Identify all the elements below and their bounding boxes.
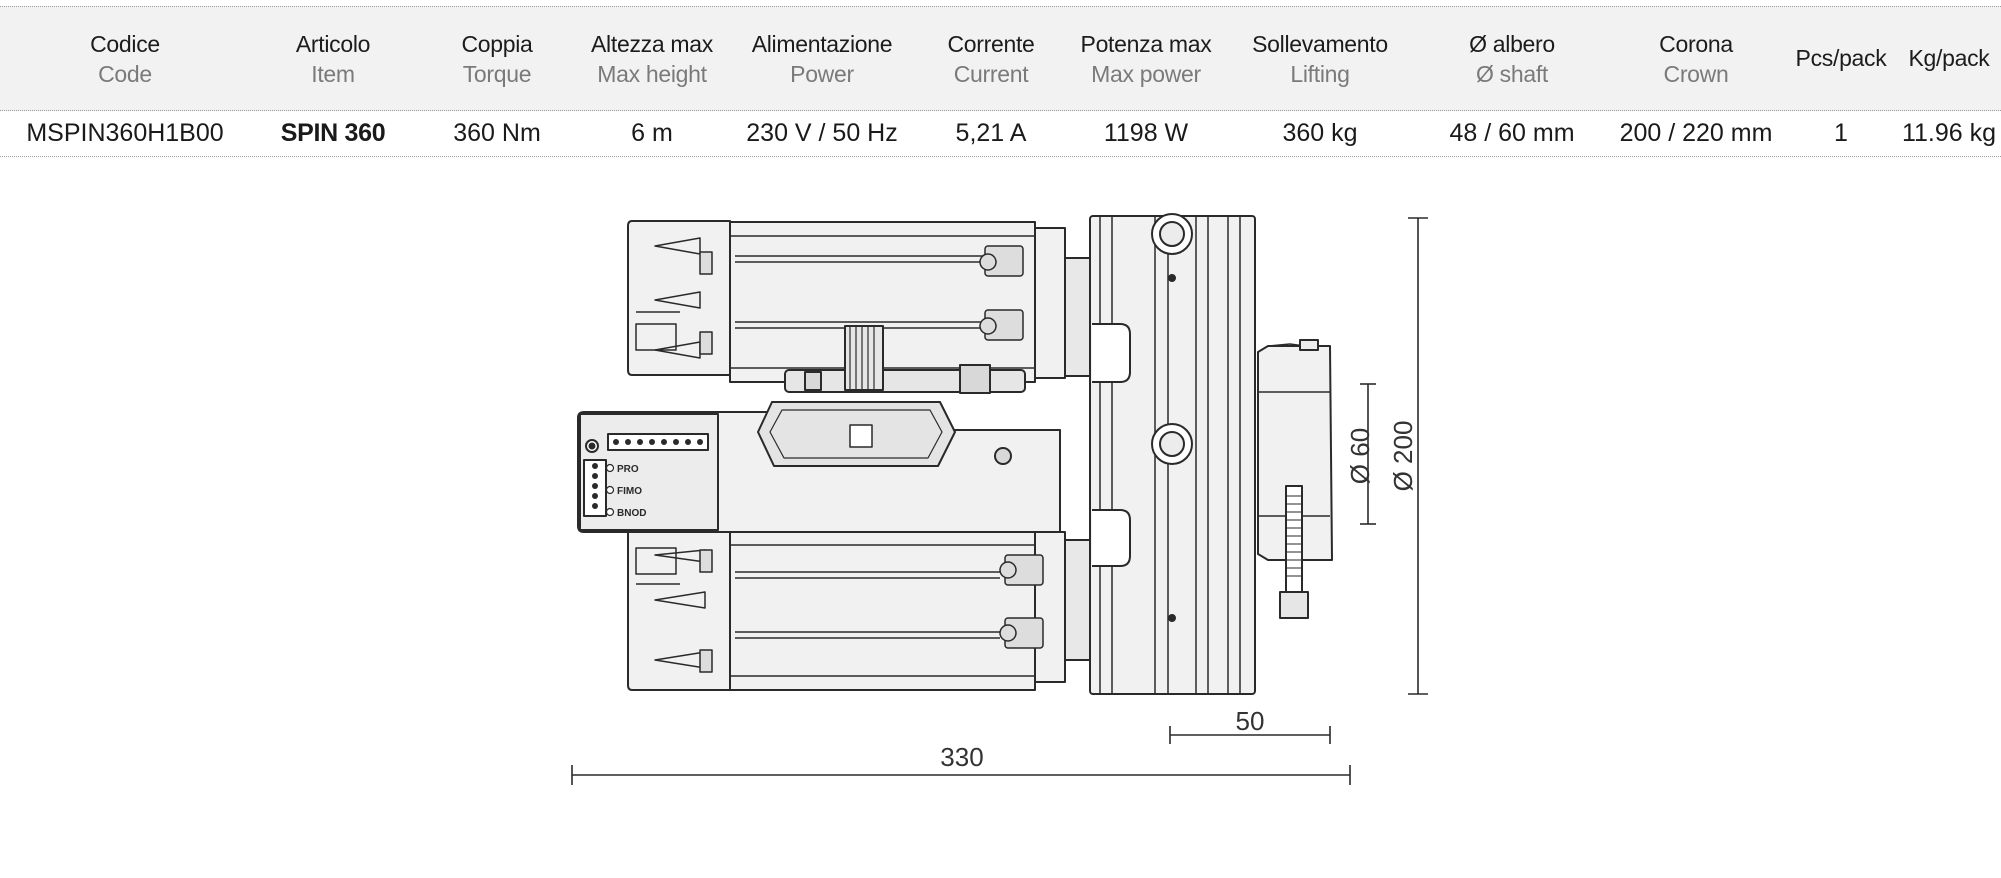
terminal-label-fimo: FIMO bbox=[617, 486, 642, 497]
header-max-power: Potenza max Max power bbox=[1080, 30, 1212, 87]
cell-current: 5,21 A bbox=[955, 119, 1027, 147]
header-code: Codice Code bbox=[90, 30, 160, 87]
header-kg-pack: Kg/pack bbox=[1908, 45, 1990, 71]
control-box: PRO FIMO BNOD bbox=[577, 401, 1061, 533]
cell-torque: 360 Nm bbox=[453, 119, 541, 147]
table-row: MSPIN360H1B00 SPIN 360 360 Nm 6 m 230 V … bbox=[0, 110, 2001, 157]
header-shaft: Ø albero Ø shaft bbox=[1469, 30, 1555, 87]
dimension-lines bbox=[571, 217, 1428, 785]
cell-item: SPIN 360 bbox=[280, 119, 386, 147]
cell-shaft: 48 / 60 mm bbox=[1449, 119, 1575, 147]
gearbox-flange bbox=[1089, 213, 1256, 695]
terminal-label-bnod: BNOD bbox=[617, 508, 646, 519]
header-current: Corrente Current bbox=[947, 30, 1035, 87]
header-crown: Corona Crown bbox=[1659, 30, 1733, 87]
cell-max-power: 1198 W bbox=[1103, 119, 1189, 147]
header-power: Alimentazione Power bbox=[751, 30, 893, 87]
header-item: Articolo Item bbox=[295, 30, 371, 87]
shaft-hub bbox=[1257, 339, 1333, 619]
cell-code: MSPIN360H1B00 bbox=[26, 119, 224, 147]
dimension-label-diameter-200: Ø 200 bbox=[1388, 421, 1418, 492]
cell-pcs-pack: 1 bbox=[1834, 119, 1848, 147]
brake-lever bbox=[784, 325, 1026, 394]
header-pcs-pack: Pcs/pack bbox=[1795, 45, 1887, 71]
cell-max-height: 6 m bbox=[631, 119, 673, 147]
cell-lifting: 360 kg bbox=[1282, 119, 1358, 147]
terminal-label-pro: PRO bbox=[617, 464, 639, 475]
header-torque: Coppia Torque bbox=[461, 30, 533, 87]
cell-crown: 200 / 220 mm bbox=[1619, 119, 1773, 147]
header-lifting: Sollevamento Lifting bbox=[1252, 30, 1388, 87]
table-header-row: Codice Code Articolo Item Coppia Torque … bbox=[0, 6, 2001, 111]
cell-kg-pack: 11.96 kg bbox=[1901, 119, 1997, 147]
header-max-height: Altezza max Max height bbox=[591, 30, 713, 87]
dimension-label-330: 330 bbox=[940, 742, 983, 772]
cell-power: 230 V / 50 Hz bbox=[746, 119, 898, 147]
lower-motor-housing bbox=[627, 527, 1096, 691]
dimension-label-50: 50 bbox=[1236, 706, 1265, 736]
upper-motor-housing bbox=[627, 220, 1096, 383]
dimension-label-diameter-60: Ø 60 bbox=[1345, 428, 1375, 484]
